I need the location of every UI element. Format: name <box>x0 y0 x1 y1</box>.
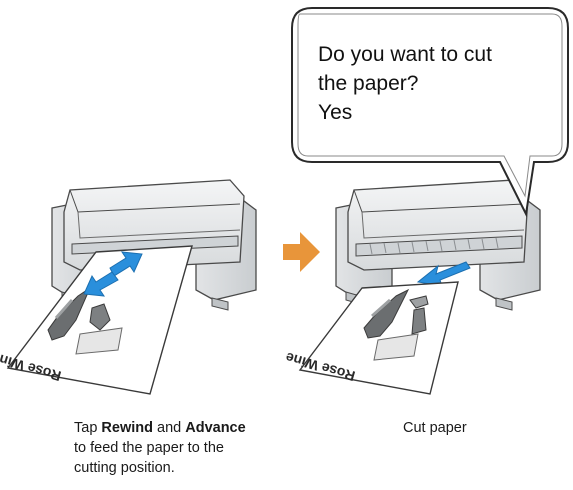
dialog-line-2: the paper? <box>318 69 538 98</box>
caption-left: Tap Rewind and Advance to feed the paper… <box>74 418 304 478</box>
caption-text: Tap <box>74 420 101 436</box>
advance-keyword: Advance <box>185 420 245 436</box>
dialog-option-yes: Yes <box>318 98 538 127</box>
dialog-message: Do you want to cut the paper? Yes <box>318 40 538 127</box>
arrow-right-icon <box>283 232 320 272</box>
rewind-keyword: Rewind <box>101 420 153 436</box>
caption-left-line-3: cutting position. <box>74 458 304 478</box>
caption-text: and <box>153 420 185 436</box>
caption-right: Cut paper <box>403 418 467 438</box>
caption-left-line-1: Tap Rewind and Advance <box>74 418 304 438</box>
dialog-line-1: Do you want to cut <box>318 40 538 69</box>
caption-left-line-2: to feed the paper to the <box>74 438 304 458</box>
